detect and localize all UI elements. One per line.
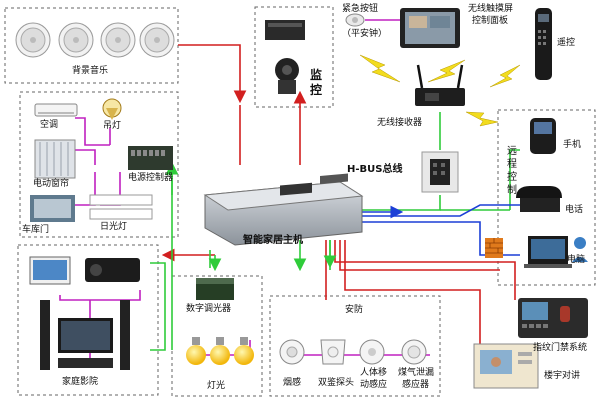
label-host: 智能家居主机 [243,235,303,246]
label-security: 安防 [345,305,364,315]
label-emergency-line2: （平安钟） [342,29,388,39]
box-monitor [254,6,334,108]
label-emergency-line1: 紧急按钮 [342,4,379,14]
firewall-device [485,238,503,258]
label-garage-door: 车库门 [22,225,50,235]
wall-panel-device [421,151,459,193]
label-home-theater: 家庭影院 [62,377,99,387]
label-touch-line2: 控制面板 [472,16,509,26]
remote-device [535,8,552,80]
label-hbus: H-BUS总线 [347,164,403,175]
power-control-devices [30,98,173,222]
monitor-devices [265,20,305,94]
label-monitor: 监控 [310,68,323,97]
label-fingerprint: 指纹门禁系统 [533,343,588,353]
label-lighting: 灯光 [207,381,226,391]
label-body-sensor-line2: 动感应 [360,380,388,390]
touch-panel-device [400,8,460,48]
intercom-device [473,343,539,389]
security-sensors [279,339,427,365]
label-gas-line1: 煤气泄漏 [398,368,435,378]
label-chandelier: 吊灯 [103,121,122,131]
label-computer: 电脑 [567,255,586,265]
label-intercom: 楼宇对讲 [544,371,581,381]
label-wireless-receiver: 无线接收器 [377,118,423,128]
label-smoke: 烟感 [283,378,302,388]
host-device [203,173,364,246]
box-home-theater [17,244,159,396]
remote-control-devices [516,118,588,268]
label-dual-probe: 双鉴探头 [318,378,355,388]
dimmer-device [196,278,234,300]
label-remote-control: 远程控制 [507,146,517,196]
box-security [269,295,441,397]
emergency-button-device [345,13,365,27]
fingerprint-device [518,298,588,338]
label-air-conditioner: 空调 [40,120,59,130]
box-remote-control [497,109,596,286]
label-telephone: 电话 [565,205,584,215]
label-remote: 遥控 [557,38,576,48]
home-theater-devices [29,256,140,370]
label-touch-line1: 无线触摸屏 [468,4,514,14]
label-fluorescent: 日光灯 [100,222,128,232]
label-background-music: 背景音乐 [72,66,109,76]
label-body-sensor-line1: 人体移 [360,368,388,378]
label-curtain: 电动窗帘 [33,179,70,189]
label-mobile: 手机 [563,140,582,150]
label-power-controller: 电源控制器 [128,173,174,183]
label-digital-dimmer: 数字调光器 [186,304,232,314]
green-connections [150,112,520,351]
wireless-bolts [359,54,521,127]
ceiling-speakers [15,22,175,58]
wireless-receiver-device [415,64,465,106]
label-gas-line2: 感应器 [402,380,430,390]
red-connections [161,44,516,345]
light-bulbs [186,337,254,365]
